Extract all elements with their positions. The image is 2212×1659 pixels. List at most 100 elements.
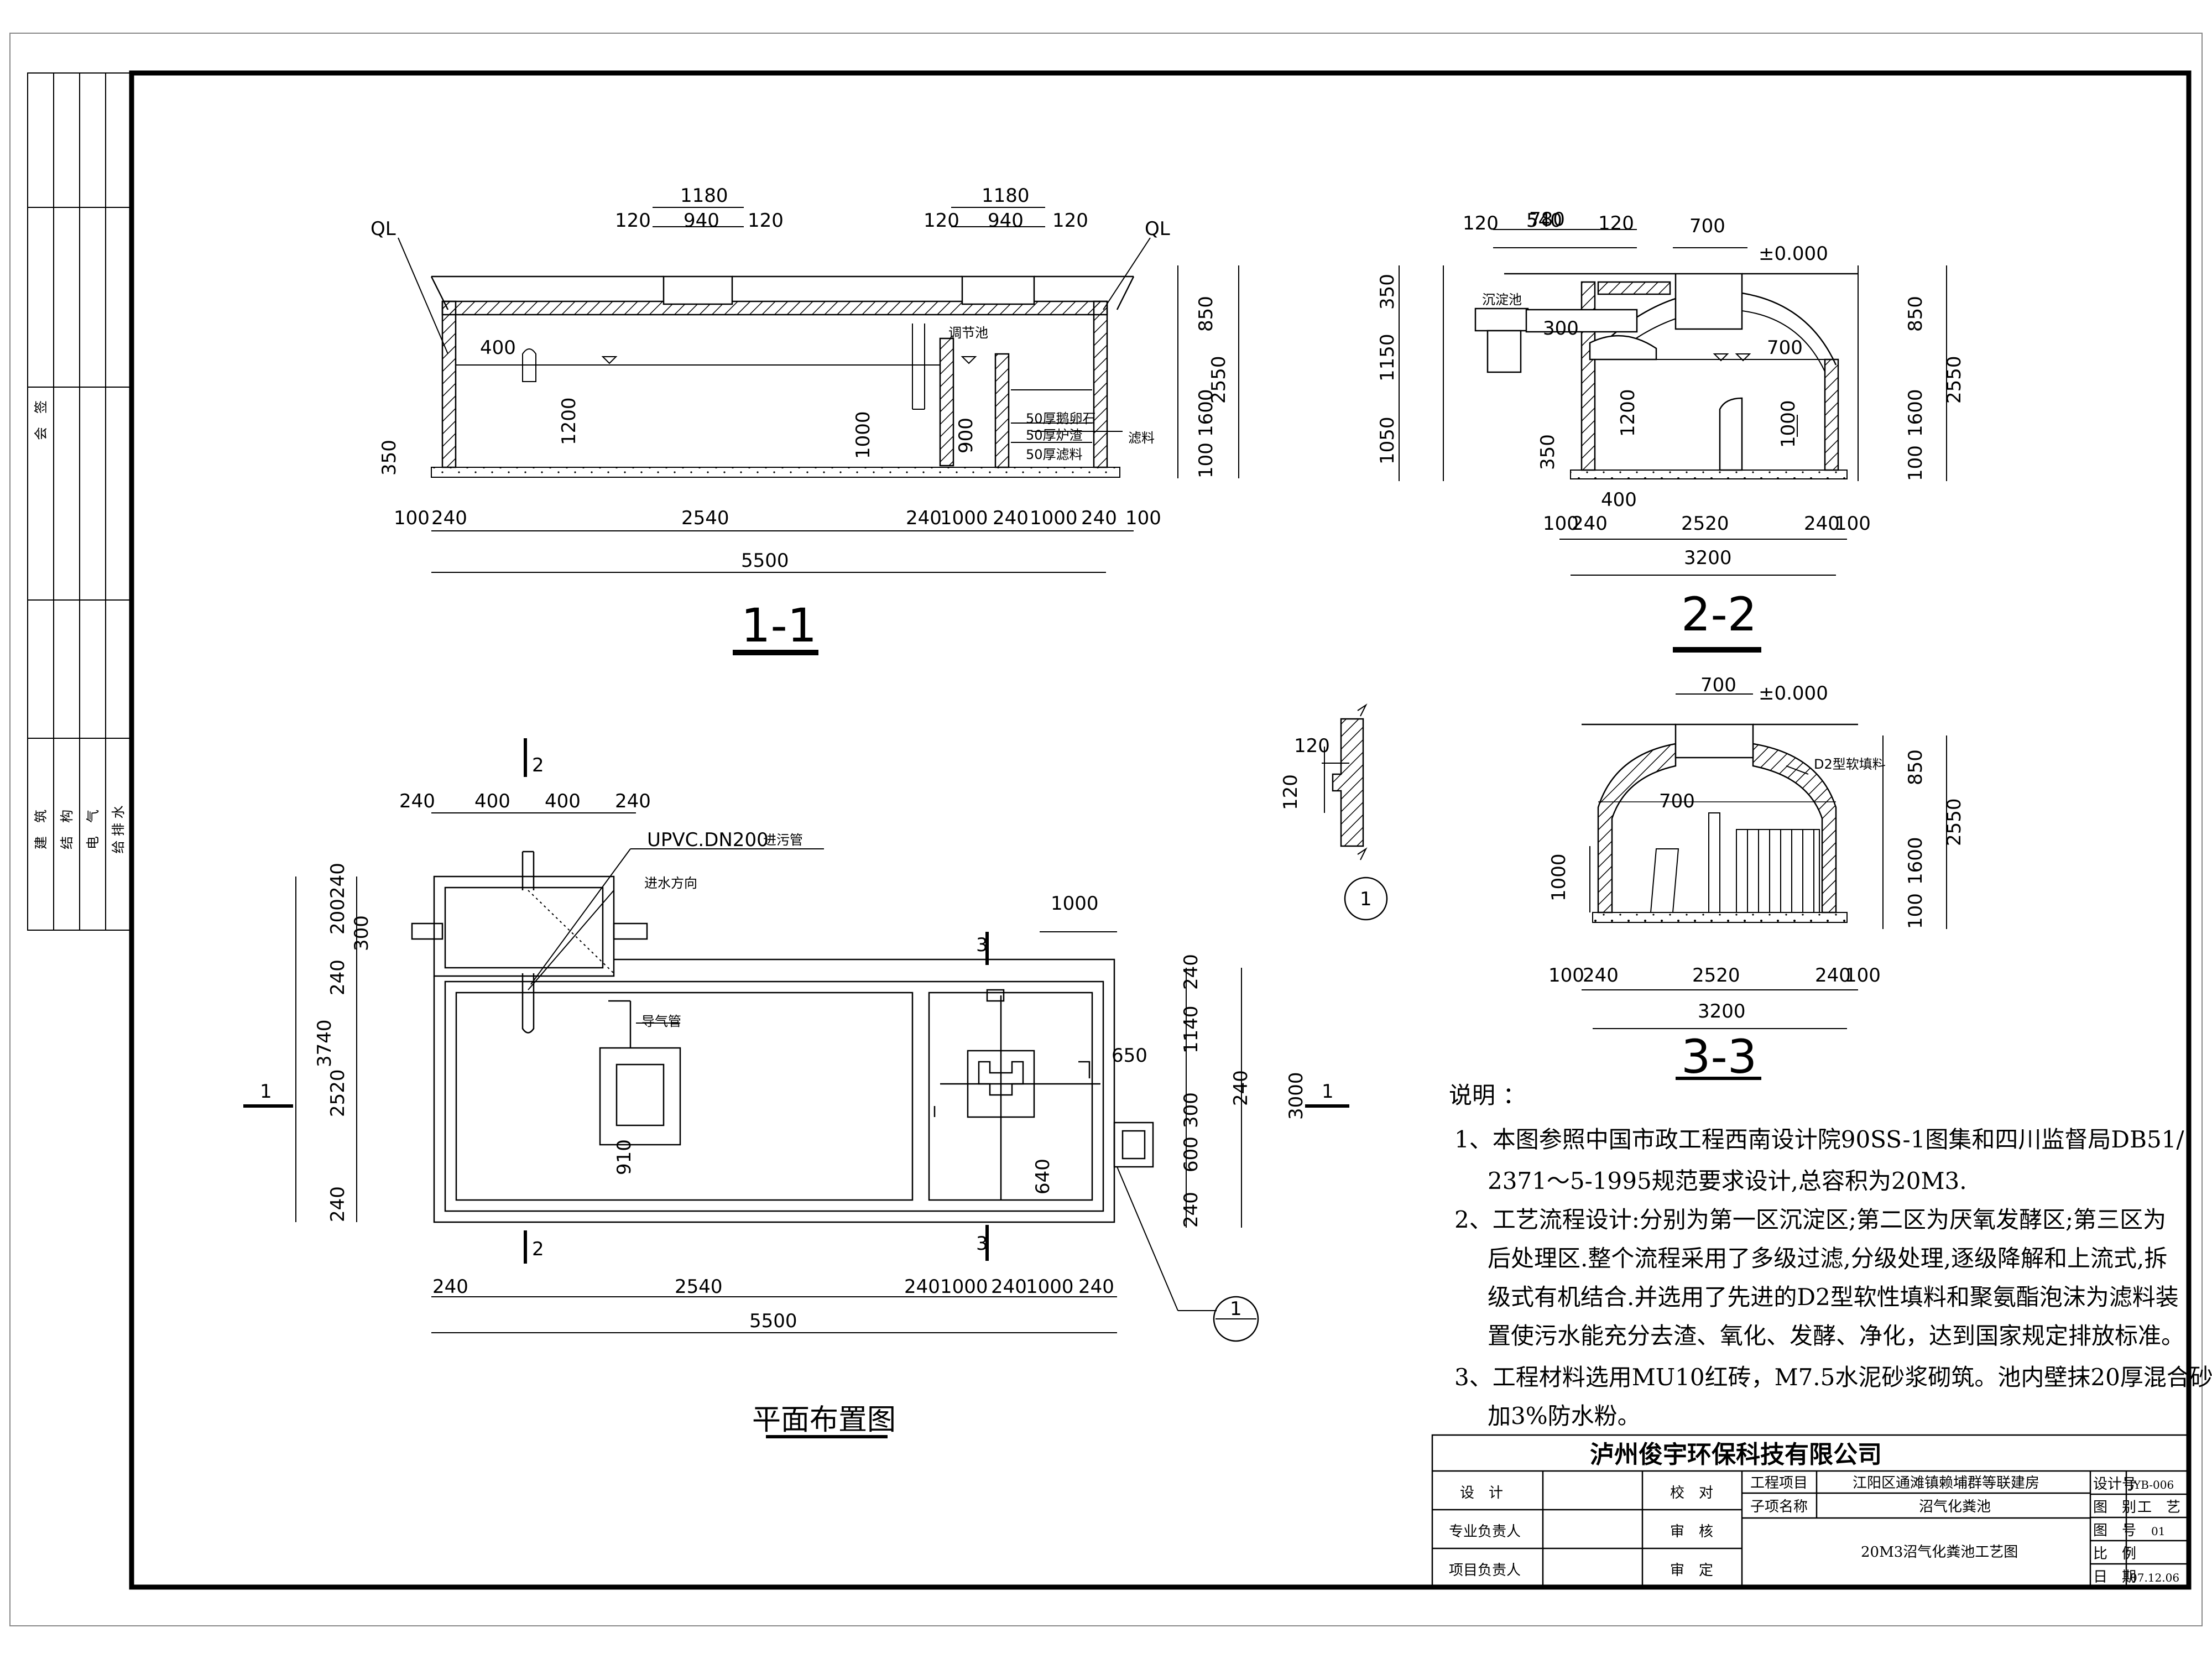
tb-project-value: 江阳区通滩镇赖埔群等联建房 — [1853, 1475, 2039, 1491]
filter-layer-1: 50厚鹅卵石 — [1026, 411, 1096, 426]
dim: 240 — [991, 1276, 1027, 1298]
cut-label: 2 — [532, 754, 544, 776]
dim: 540 — [1526, 210, 1562, 232]
dim: 600 — [1180, 1136, 1202, 1172]
dim: 1150 — [1376, 333, 1399, 382]
dim: 700 — [1767, 337, 1803, 359]
dim: 1600 — [1905, 389, 1927, 437]
tb-field-label: 设计号 — [2093, 1476, 2136, 1493]
dim: 400 — [480, 337, 516, 359]
plan-title: 平面布置图 — [752, 1404, 896, 1437]
dim: 240 — [993, 507, 1029, 529]
dim: 100 — [1845, 964, 1881, 987]
dim: 3200 — [1698, 1000, 1746, 1022]
tb-check: 校 对 — [1670, 1485, 1713, 1501]
cut-label: 1 — [1322, 1081, 1334, 1103]
dim: 240 — [1583, 964, 1619, 987]
section-title-2-2: 2-2 — [1681, 587, 1757, 641]
dim: 2550 — [1943, 356, 1965, 404]
dim: 1200 — [558, 397, 580, 445]
dim: 650 — [1112, 1045, 1147, 1067]
dim: 240 — [1804, 513, 1840, 535]
dim: 200 — [327, 899, 349, 935]
ql-right-label: QL — [1145, 218, 1170, 240]
dim: 100 — [1905, 445, 1927, 481]
dim: 700 — [1700, 674, 1736, 696]
dim: 120 — [924, 210, 959, 232]
notes-line: 置使污水能充分去渣、氧化、发酵、净化，达到国家规定排放标准。 — [1488, 1322, 2184, 1349]
dim: 100 — [1548, 964, 1584, 987]
dim: 240 — [327, 863, 349, 899]
dim: 1600 — [1195, 389, 1217, 437]
dim: 100 — [1125, 507, 1161, 529]
discipline-plumbing: 给 排 水 — [111, 805, 126, 853]
dim: 350 — [378, 440, 400, 476]
dim: 240 — [1180, 1192, 1202, 1228]
tb-field-label: 日 期 — [2093, 1569, 2136, 1585]
dim: 100 — [1543, 513, 1579, 535]
dim: 780 — [1529, 208, 1565, 231]
notes-title: 说明 ： — [1449, 1082, 1526, 1109]
dim: 1000 — [940, 1276, 988, 1298]
dim: 640 — [1032, 1159, 1054, 1194]
cut-label: 1 — [260, 1081, 272, 1103]
dim: 240 — [1081, 507, 1117, 529]
title-block: 泸州俊宇环保科技有限公司 设 计 校 对 专业负责人 审 核 项目负责人 审 定… — [1431, 1434, 2190, 1588]
dim: 2540 — [675, 1276, 723, 1298]
ql-left-label: QL — [371, 218, 396, 240]
tb-approve: 审 定 — [1670, 1562, 1713, 1579]
dim: 1000 — [940, 507, 988, 529]
filter-layer-3: 50厚滤料 — [1026, 447, 1083, 462]
tb-drawing-name: 20M3沼气化粪池工艺图 — [1861, 1544, 2018, 1561]
dim: 350 — [1376, 274, 1399, 310]
datum-label-2-2: ±0.000 — [1759, 243, 1828, 265]
notes-line: 2、工艺流程设计:分别为第一区沉淀区;第二区为厌氧发酵区;第三区为 — [1454, 1206, 2166, 1233]
dim: 240 — [1078, 1276, 1114, 1298]
dim: 910 — [613, 1139, 635, 1175]
company-name: 泸州俊宇环保科技有限公司 — [1590, 1441, 1882, 1469]
dim: 240 — [1230, 1070, 1252, 1106]
dim: 3000 — [1285, 1072, 1307, 1120]
dim: 1000 — [1051, 893, 1099, 915]
dim: 100 — [1835, 513, 1871, 535]
tb-subitem-value: 沼气化粪池 — [1919, 1499, 1991, 1515]
dim: 120 — [1463, 212, 1499, 234]
section-2-2: 沉淀池 ±0.000 780 120 540 120 700 350 1150 … — [1376, 208, 1965, 653]
dim: 300 — [351, 915, 373, 951]
dim: 120 — [615, 210, 651, 232]
tb-field-label: 比 例 — [2093, 1546, 2136, 1562]
dim: 5500 — [741, 550, 789, 572]
dim: 240 — [906, 507, 942, 529]
dim: 400 — [1601, 489, 1637, 511]
dim: 2520 — [1692, 964, 1740, 987]
dim: 120 — [1598, 212, 1634, 234]
dim: 100 — [1195, 442, 1217, 478]
detail-1: 120 120 1 — [1280, 703, 1388, 921]
dim: 240 — [327, 1186, 349, 1222]
cut-label: 2 — [532, 1238, 544, 1260]
dim: 400 — [474, 790, 510, 812]
filter-label: 滤料 — [1128, 430, 1155, 446]
section-3-3: ±0.000 D2型软填料 700 700 1000 850 1600 100 … — [1548, 674, 1965, 1084]
flow-direction-label: 进水方向 — [644, 875, 697, 891]
dim: 1050 — [1376, 416, 1399, 465]
dim: 240 — [1180, 954, 1202, 990]
dim: 1600 — [1905, 837, 1927, 885]
dim: 400 — [545, 790, 581, 812]
dim: 1000 — [1026, 1276, 1074, 1298]
dim: 940 — [988, 210, 1024, 232]
dim: 2520 — [1681, 513, 1729, 535]
dim: 850 — [1905, 749, 1927, 785]
notes-line: 级式有机结合.并选用了先进的D2型软性填料和聚氨酯泡沫为滤料装 — [1488, 1284, 2179, 1311]
dim: 1000 — [852, 411, 874, 459]
dim: 1000 — [1777, 400, 1799, 448]
dim: 100 — [1905, 893, 1927, 929]
dim: 120 — [1280, 774, 1302, 810]
dim: 240 — [1815, 964, 1851, 987]
tb-field-label: 图 别 — [2093, 1499, 2136, 1516]
dim: 3200 — [1684, 547, 1732, 569]
side-signature-panel: 会 签 建 筑 结 构 电 气 给 排 水 — [27, 72, 132, 931]
cut-label: 3 — [976, 1233, 988, 1255]
tb-subitem-label: 子项名称 — [1750, 1499, 1808, 1515]
dim: 100 — [394, 507, 430, 529]
